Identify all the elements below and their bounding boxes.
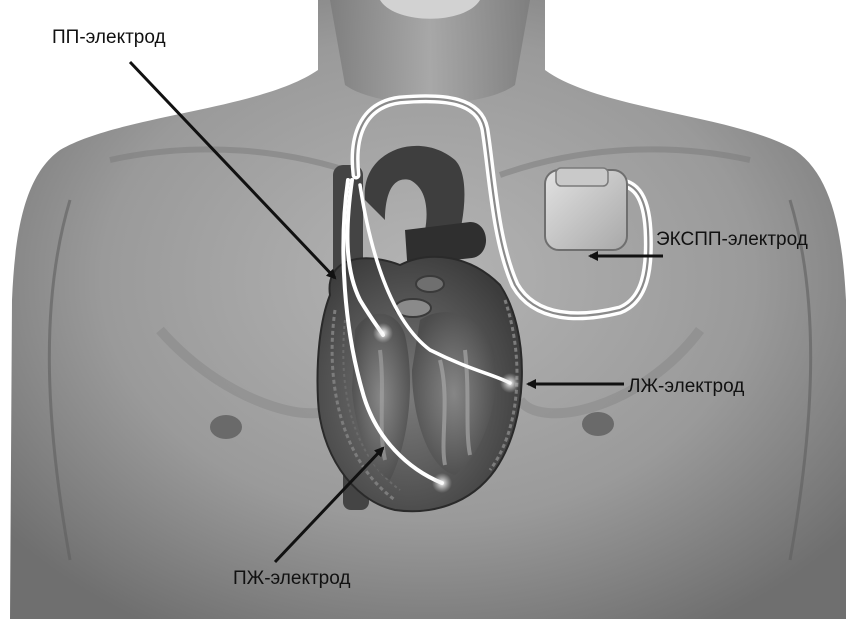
ra-electrode-tip	[373, 323, 393, 343]
left-nipple	[210, 415, 242, 439]
lzh-electrode-label: ЛЖ-электрод	[628, 377, 744, 396]
pp-electrode-label: ПП-электрод	[52, 28, 166, 47]
right-nipple	[582, 412, 614, 436]
pzh-electrode-label: ПЖ-электрод	[233, 569, 351, 588]
pacemaker-device	[545, 168, 627, 250]
rv-electrode-tip	[432, 473, 452, 493]
exspp-electrode-label: ЭКСПП-электрод	[656, 230, 808, 249]
lv-electrode-tip	[500, 373, 520, 393]
